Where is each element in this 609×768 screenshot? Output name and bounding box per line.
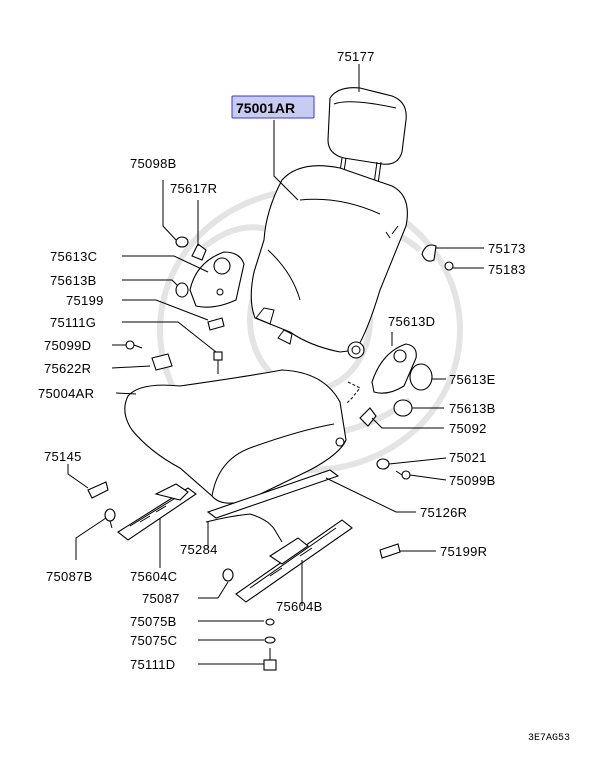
label-75092[interactable]: 75092 (449, 421, 487, 436)
part-75173-knob (421, 244, 437, 262)
part-75111D-bolt (263, 648, 277, 671)
label-75617R[interactable]: 75617R (170, 181, 217, 196)
highlight-box-75001AR (231, 95, 315, 119)
label-75099D[interactable]: 75099D (44, 338, 91, 353)
label-75126R[interactable]: 75126R (420, 505, 467, 520)
label-75604C[interactable]: 75604C (130, 569, 177, 584)
seat-cushion (124, 369, 347, 504)
part-75099D-screw (125, 340, 143, 350)
label-75173[interactable]: 75173 (488, 241, 526, 256)
label-75087B[interactable]: 75087B (46, 569, 93, 584)
part-75145-cover (87, 481, 109, 499)
part-75183-cap (444, 261, 454, 271)
part-75021-bushing (376, 458, 390, 470)
part-75617R-cover (191, 243, 207, 261)
label-75613C[interactable]: 75613C (50, 249, 97, 264)
label-75145[interactable]: 75145 (44, 449, 82, 464)
label-75001AR[interactable]: 75001AR (236, 100, 295, 116)
label-75284[interactable]: 75284 (180, 542, 218, 557)
part-75111G-bolt (213, 351, 223, 374)
label-75604B[interactable]: 75604B (276, 599, 323, 614)
part-75622R-clip (151, 353, 173, 371)
recliner-cover-right (371, 343, 417, 394)
part-75199-bracket (207, 317, 225, 331)
label-75199[interactable]: 75199 (66, 293, 104, 308)
part-75099B-screw (395, 470, 411, 480)
part-75199R-bracket (379, 543, 401, 559)
part-75075B-washer (265, 618, 275, 626)
label-75075C[interactable]: 75075C (130, 633, 177, 648)
part-75087-bolt (222, 568, 234, 582)
label-75087[interactable]: 75087 (142, 591, 180, 606)
part-75613E-cap (409, 363, 433, 391)
cross-bar (205, 469, 340, 543)
recliner-cover-left (189, 251, 245, 308)
label-75099B[interactable]: 75099B (449, 473, 496, 488)
label-75111G[interactable]: 75111G (50, 315, 96, 330)
label-75613D[interactable]: 75613D (388, 314, 435, 329)
label-75622R[interactable]: 75622R (44, 361, 91, 376)
label-75004AR[interactable]: 75004AR (38, 386, 94, 401)
part-75075C-washer (264, 636, 276, 644)
part-75087B-bolt (104, 508, 116, 529)
label-75613E[interactable]: 75613E (449, 372, 496, 387)
label-75199R[interactable]: 75199R (440, 544, 487, 559)
label-75075B[interactable]: 75075B (130, 614, 177, 629)
diagram-code: 3E7AG53 (528, 733, 570, 744)
label-75183[interactable]: 75183 (488, 262, 526, 277)
label-75613B-left[interactable]: 75613B (50, 273, 97, 288)
seat-rail-inner (117, 483, 197, 541)
label-75111D[interactable]: 75111D (130, 657, 175, 672)
label-75021[interactable]: 75021 (449, 450, 487, 465)
leader-lines (67, 64, 484, 665)
recliner-knob (347, 341, 365, 359)
seat-rail-outer (235, 519, 353, 603)
label-75613B-right[interactable]: 75613B (449, 401, 496, 416)
part-75098B-clip (175, 236, 189, 248)
part-75613B-right-cap (393, 399, 413, 417)
label-75177[interactable]: 75177 (337, 49, 375, 64)
part-75613B-left-cap (175, 282, 189, 298)
label-75098B[interactable]: 75098B (130, 156, 177, 171)
part-75092-bracket (359, 407, 377, 427)
